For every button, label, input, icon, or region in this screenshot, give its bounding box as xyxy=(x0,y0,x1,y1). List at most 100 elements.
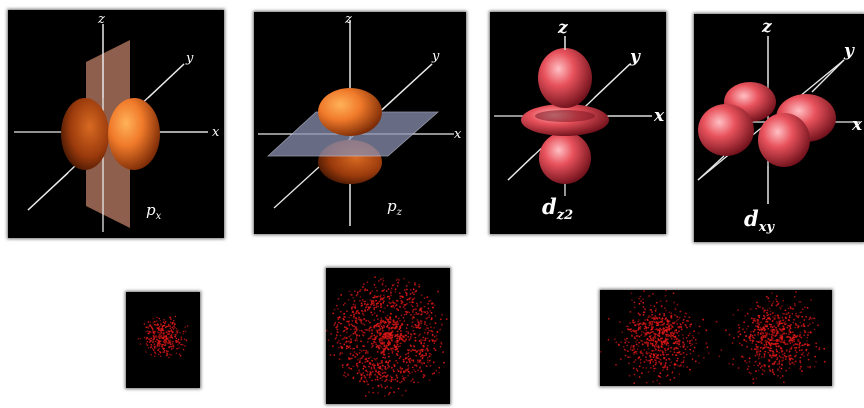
density-dot xyxy=(691,343,693,345)
density-dot xyxy=(803,334,805,336)
density-dot xyxy=(337,331,339,333)
density-dot xyxy=(642,302,644,304)
density-dot xyxy=(390,290,392,292)
density-dot xyxy=(386,361,388,363)
density-dot xyxy=(408,352,410,354)
density-dot xyxy=(691,339,693,341)
density-dot xyxy=(794,303,796,305)
density-dot xyxy=(166,332,168,334)
density-dot xyxy=(416,305,418,307)
density-dot xyxy=(410,314,412,316)
density-dot xyxy=(147,330,149,332)
density-dot xyxy=(687,320,689,322)
density-dot xyxy=(360,296,362,298)
density-dot xyxy=(408,355,410,357)
density-dot xyxy=(800,322,802,324)
density-dot xyxy=(619,321,621,323)
density-dot xyxy=(171,329,173,331)
density-dot xyxy=(762,373,764,375)
density-dot xyxy=(651,324,653,326)
density-dot xyxy=(387,363,389,365)
density-dot xyxy=(361,302,363,304)
density-dot xyxy=(366,289,368,291)
density-dot xyxy=(379,345,381,347)
density-dot xyxy=(749,340,751,342)
density-dot xyxy=(772,332,774,334)
density-dot xyxy=(154,324,156,326)
density-dot xyxy=(680,326,682,328)
density-dot xyxy=(372,345,374,347)
density-dot xyxy=(423,376,425,378)
density-dot xyxy=(695,360,697,362)
density-dot xyxy=(754,329,756,331)
density-dot xyxy=(770,313,772,315)
density-dot xyxy=(677,332,679,334)
density-dot xyxy=(351,358,353,360)
density-dot xyxy=(655,337,657,339)
density-dot xyxy=(359,358,361,360)
density-dot xyxy=(403,336,405,338)
density-dot xyxy=(733,358,735,360)
density-dot xyxy=(397,369,399,371)
density-dot xyxy=(685,348,687,350)
density-dot xyxy=(424,323,426,325)
density-dot xyxy=(817,324,819,326)
density-dot xyxy=(174,324,176,326)
density-dot xyxy=(423,311,425,313)
density-dot xyxy=(362,313,364,315)
density-dot xyxy=(352,354,354,356)
density-dot xyxy=(374,276,376,278)
density-dot xyxy=(665,290,667,291)
density-dot xyxy=(405,369,407,371)
density-dot xyxy=(364,324,366,326)
density-dot xyxy=(646,351,648,353)
density-dot xyxy=(163,344,165,346)
density-dot xyxy=(788,355,790,357)
density-dot xyxy=(647,343,649,345)
density-dot xyxy=(787,336,789,338)
density-dot xyxy=(430,326,432,328)
density-dot xyxy=(357,372,359,374)
density-dot xyxy=(155,341,157,343)
density-dot xyxy=(157,331,159,333)
density-dot xyxy=(698,332,700,334)
density-dot xyxy=(166,350,168,352)
density-dot xyxy=(388,356,390,358)
density-dot xyxy=(768,361,770,363)
density-dot xyxy=(154,356,156,358)
density-dot xyxy=(423,362,425,364)
density-dot xyxy=(169,325,171,327)
density-dot xyxy=(383,325,385,327)
density-dot xyxy=(369,374,371,376)
density-dot xyxy=(417,322,419,324)
density-dot xyxy=(350,368,352,370)
density-dot xyxy=(370,336,372,338)
density-dot xyxy=(779,366,781,368)
density-dot xyxy=(683,343,685,345)
density-dot xyxy=(372,314,374,316)
density-dot xyxy=(757,319,759,321)
density-dot xyxy=(397,323,399,325)
density-dot xyxy=(629,329,631,331)
density-dot xyxy=(650,367,652,369)
density-dot xyxy=(153,331,155,333)
density-dot xyxy=(805,316,807,318)
density-dot xyxy=(781,368,783,370)
density-dot xyxy=(376,290,378,292)
density-dot xyxy=(178,339,180,341)
density-dot xyxy=(770,350,772,352)
density-dot xyxy=(407,299,409,301)
density-dot xyxy=(420,360,422,362)
density-dot xyxy=(637,348,639,350)
density-dot xyxy=(659,335,661,337)
density-dot xyxy=(779,329,781,331)
density-dot xyxy=(777,331,779,333)
density-dot xyxy=(184,326,186,328)
density-dot xyxy=(656,380,658,382)
density-dot xyxy=(755,325,757,327)
density-dot xyxy=(683,345,685,347)
density-dot xyxy=(359,290,361,292)
density-dot xyxy=(759,353,761,355)
density-dot xyxy=(405,334,407,336)
density-dot xyxy=(160,329,162,331)
